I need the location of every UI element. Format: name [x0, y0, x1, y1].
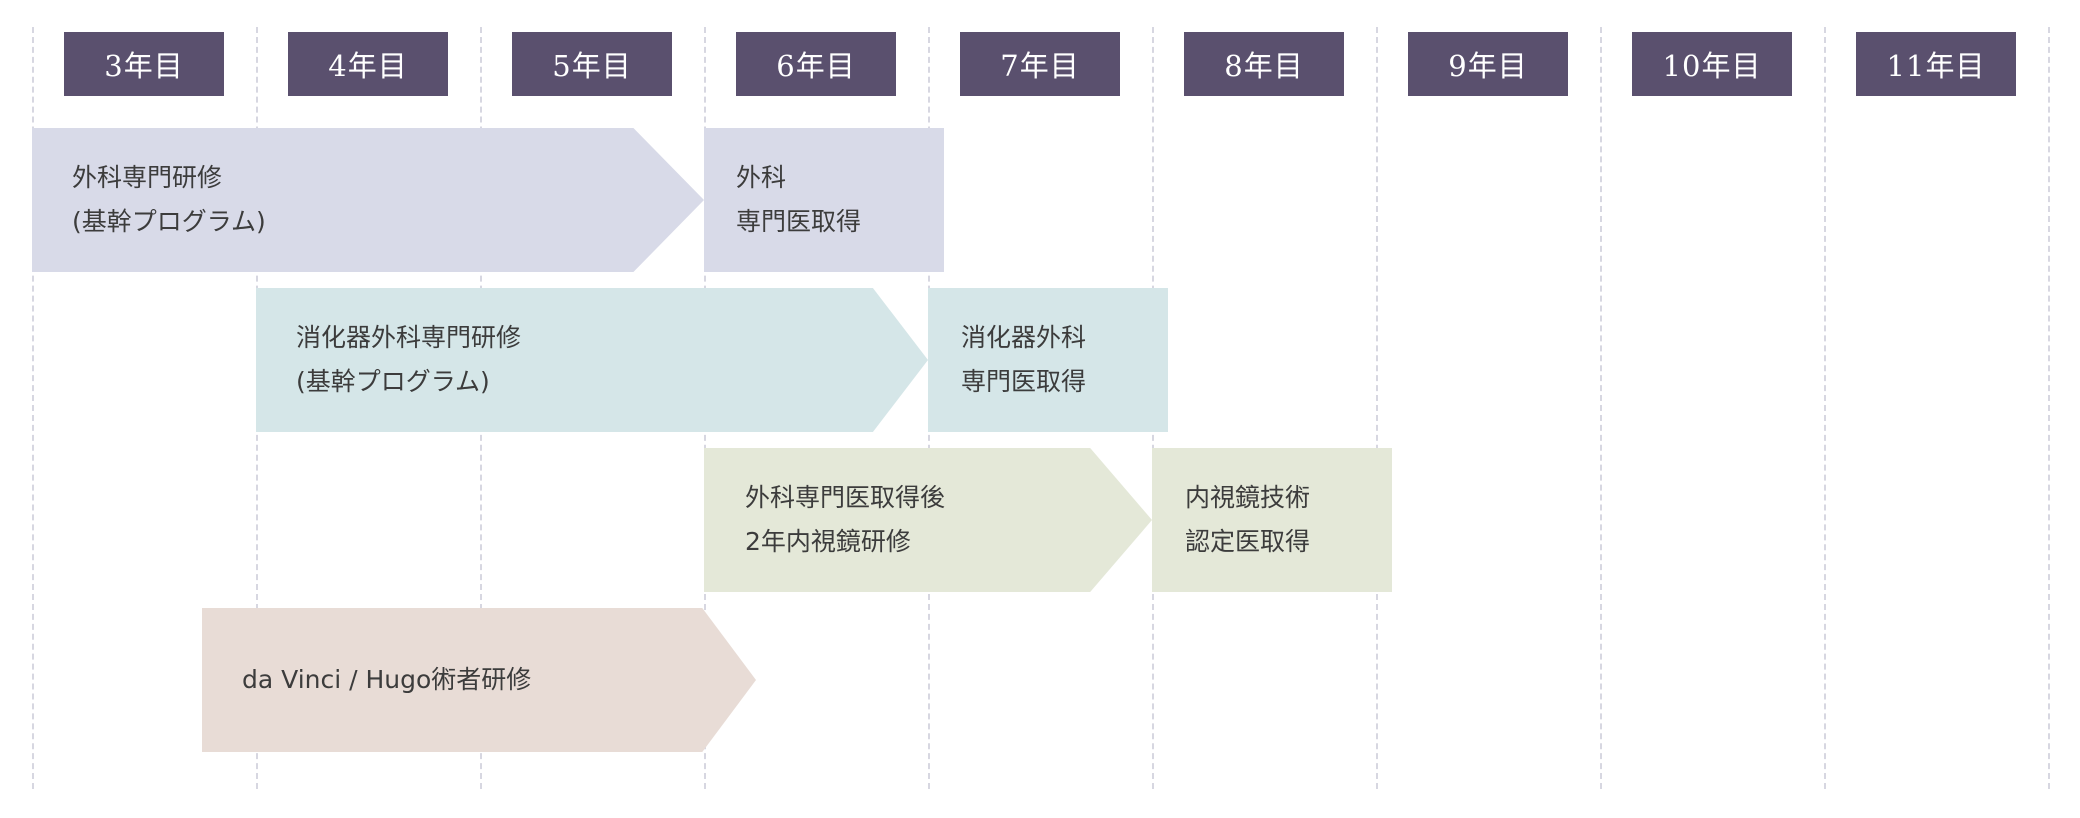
digestive-specialist-result: 消化器外科 専門医取得	[928, 288, 1168, 432]
endoscopy-training-line1: 外科専門医取得後	[745, 483, 946, 512]
digestive-training-label: 消化器外科専門研修 (基幹プログラム)	[296, 288, 521, 432]
surgery-training-line1: 外科専門研修	[72, 163, 223, 192]
endoscopy-training-arrow: 外科専門医取得後 2年内視鏡研修	[704, 448, 1152, 592]
year-label-5: 5年目	[512, 32, 672, 96]
surgery-specialist-result: 外科 専門医取得	[704, 128, 944, 272]
year-label-6: 6年目	[736, 32, 896, 96]
surgery-specialist-label: 外科 専門医取得	[736, 128, 861, 272]
year-label-3: 3年目	[64, 32, 224, 96]
endoscopy-result-line1: 内視鏡技術	[1185, 483, 1311, 512]
endoscopy-training-label: 外科専門医取得後 2年内視鏡研修	[745, 448, 945, 592]
year-label-9: 9年目	[1408, 32, 1568, 96]
endoscopy-certification-label: 内視鏡技術 認定医取得	[1185, 448, 1310, 592]
endoscopy-certification-result: 内視鏡技術 認定医取得	[1152, 448, 1392, 592]
robotic-training-line1: da Vinci / Hugo術者研修	[242, 665, 532, 694]
endoscopy-training-line2: 2年内視鏡研修	[745, 527, 911, 556]
surgery-result-line2: 専門医取得	[736, 207, 862, 236]
year-label-10: 10年目	[1632, 32, 1792, 96]
year-label-7: 7年目	[960, 32, 1120, 96]
surgery-training-line2: (基幹プログラム)	[72, 207, 266, 236]
surgery-training-label: 外科専門研修 (基幹プログラム)	[72, 128, 266, 272]
surgery-training-arrow: 外科専門研修 (基幹プログラム)	[32, 128, 704, 272]
endoscopy-result-line2: 認定医取得	[1185, 527, 1311, 556]
gridline	[32, 27, 34, 789]
gridline	[2048, 27, 2050, 789]
surgery-result-line1: 外科	[736, 163, 787, 192]
year-label-11: 11年目	[1856, 32, 2016, 96]
year-label-8: 8年目	[1184, 32, 1344, 96]
gridline	[1824, 27, 1826, 789]
digestive-result-line1: 消化器外科	[961, 323, 1087, 352]
gridline	[1376, 27, 1378, 789]
robotic-surgery-training-arrow: da Vinci / Hugo術者研修	[202, 608, 756, 752]
digestive-specialist-label: 消化器外科 専門医取得	[961, 288, 1086, 432]
digestive-result-line2: 専門医取得	[961, 367, 1087, 396]
digestive-training-line1: 消化器外科専門研修	[296, 323, 522, 352]
digestive-surgery-training-arrow: 消化器外科専門研修 (基幹プログラム)	[256, 288, 928, 432]
robotic-training-label: da Vinci / Hugo術者研修	[242, 608, 531, 752]
digestive-training-line2: (基幹プログラム)	[296, 367, 490, 396]
gridline	[1600, 27, 1602, 789]
year-label-4: 4年目	[288, 32, 448, 96]
